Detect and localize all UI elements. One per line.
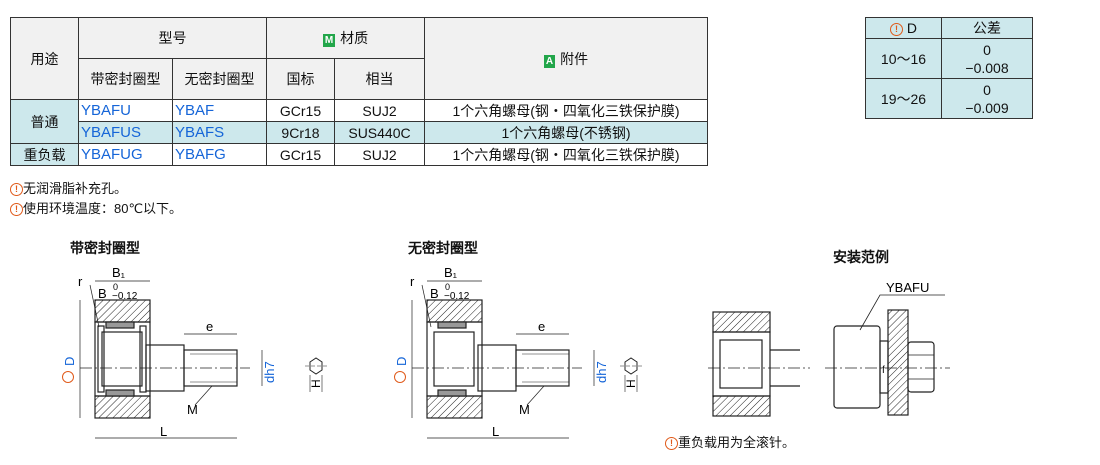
label-b: B xyxy=(98,286,107,301)
label-e: e xyxy=(206,319,213,334)
label-l: L xyxy=(160,424,167,439)
material-equivalent: SUJ2 xyxy=(334,99,425,122)
usage-cell: 重负载 xyxy=(10,143,79,166)
model-sealed: YBAFUS xyxy=(78,121,173,144)
warning-icon: ! xyxy=(10,183,23,196)
header-equivalent: 相当 xyxy=(334,58,425,100)
label-r: r xyxy=(78,274,83,289)
table-row: 19～26 0−0.009 xyxy=(865,78,1033,119)
material-national: GCr15 xyxy=(266,99,335,122)
follower-body xyxy=(833,325,881,409)
sealed-drawing-title: 带密封圈型 xyxy=(70,240,140,256)
hex-socket-icon xyxy=(305,357,327,392)
label-b-upper: 0 xyxy=(445,282,450,292)
header-national: 国标 xyxy=(266,58,335,100)
label-f: f xyxy=(882,365,885,376)
tol-value: 0−0.008 xyxy=(941,38,1033,79)
tol-header-tolerance: 公差 xyxy=(941,17,1033,39)
install-drawing-title: 安装范例 xyxy=(833,249,889,265)
install-drawing xyxy=(708,294,950,417)
outer-ring-bottom xyxy=(94,395,151,419)
label-b-lower: −0.12 xyxy=(112,291,138,302)
tol-range: 19～26 xyxy=(865,78,942,119)
label-d: D xyxy=(62,357,77,366)
label-m: M xyxy=(187,402,198,417)
header-model: 型号 xyxy=(78,17,267,59)
label-b: B xyxy=(430,286,439,301)
mount-plate xyxy=(887,309,909,416)
header-unsealed: 无密封圈型 xyxy=(172,58,267,100)
material-equivalent: SUJ2 xyxy=(334,143,425,166)
table-row: 10～16 0−0.008 xyxy=(865,38,1033,79)
label-h: H xyxy=(309,379,323,388)
label-r: r xyxy=(410,274,415,289)
material-national: 9Cr18 xyxy=(266,121,335,144)
model-sealed: YBAFU xyxy=(78,99,173,122)
tolerance-table: ! D 公差 10～16 0−0.008 19～26 0−0.009 xyxy=(865,17,1033,119)
hex-nut xyxy=(907,341,935,393)
table-row: YBAFUS YBAFS 9Cr18 SUS440C 1个六角螺母(不锈钢) xyxy=(10,121,708,144)
warning-icon: ! xyxy=(10,203,23,216)
accessory-tag: A xyxy=(543,54,556,68)
hex-socket-icon xyxy=(620,357,642,392)
warning-icon: ! xyxy=(665,437,678,450)
warning-icon xyxy=(62,371,74,383)
label-h: H xyxy=(624,379,638,388)
label-b1: B₁ xyxy=(112,265,126,280)
label-d: D xyxy=(394,357,409,366)
needle-bottom xyxy=(105,389,135,397)
note-2: !使用环境温度：80℃以下。 xyxy=(10,198,182,217)
label-b-upper: 0 xyxy=(113,282,118,292)
label-e: e xyxy=(538,319,545,334)
label-b1: B₁ xyxy=(444,265,458,280)
tol-range: 10～16 xyxy=(865,38,942,79)
outer-ring-top xyxy=(94,299,151,323)
material-tag: M xyxy=(322,34,336,47)
unsealed-drawing xyxy=(411,280,595,439)
label-dh7: dh7 xyxy=(594,361,609,383)
table-row: 普通 YBAFU YBAF GCr15 SUJ2 1个六角螺母(钢・四氧化三铁保… xyxy=(10,99,708,144)
warning-icon xyxy=(394,371,406,383)
material-national: GCr15 xyxy=(266,143,335,166)
label-dh7: dh7 xyxy=(262,361,277,383)
sealed-drawing xyxy=(79,280,263,439)
needle-top xyxy=(105,321,135,329)
accessory-cell: 1个六角螺母(不锈钢) xyxy=(424,121,708,144)
tol-value: 0−0.009 xyxy=(941,78,1033,119)
seal-right xyxy=(139,325,147,393)
model-unsealed: YBAFG xyxy=(172,143,267,166)
header-usage: 用途 xyxy=(10,17,79,100)
unsealed-drawing-title: 无密封圈型 xyxy=(408,240,478,256)
model-sealed: YBAFUG xyxy=(78,143,173,166)
warning-icon: ! xyxy=(889,23,903,36)
accessory-cell: 1个六角螺母(钢・四氧化三铁保护膜) xyxy=(424,99,708,122)
install-note: !重负载用为全滚针。 xyxy=(665,432,795,451)
inner-hub xyxy=(101,331,143,387)
install-label: YBAFU xyxy=(886,280,929,295)
note-1: !无润滑脂补充孔。 xyxy=(10,178,127,197)
table-row: 重负载 YBAFUG YBAFG GCr15 SUJ2 1个六角螺母(钢・四氧化… xyxy=(10,143,708,166)
label-m: M xyxy=(519,402,530,417)
label-b-lower: −0.12 xyxy=(444,291,470,302)
seal-left xyxy=(97,325,105,393)
label-l: L xyxy=(492,424,499,439)
material-equivalent: SUS440C xyxy=(334,121,425,144)
accessory-cell: 1个六角螺母(钢・四氧化三铁保护膜) xyxy=(424,143,708,166)
